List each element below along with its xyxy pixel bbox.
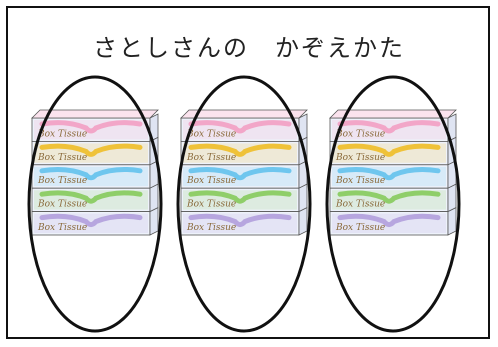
tissue-box: Box Tissue <box>329 160 457 189</box>
tissue-box: Box Tissue <box>329 109 457 143</box>
box-label: Box Tissue <box>186 153 236 163</box>
tissue-box: Box Tissue <box>31 160 159 189</box>
box-label: Box Tissue <box>186 176 236 186</box>
tissue-box: Box Tissue <box>180 206 308 236</box>
box-label: Box Tissue <box>186 200 236 210</box>
tissue-box: Box Tissue <box>180 109 308 143</box>
tissue-box: Box Tissue <box>180 136 308 166</box>
tissue-box: Box Tissue <box>31 183 159 213</box>
tissue-box: Box Tissue <box>329 136 457 166</box>
group-circle <box>325 75 461 333</box>
box-label: Box Tissue <box>37 176 87 186</box>
tissue-box: Box Tissue <box>180 160 308 189</box>
box-label: Box Tissue <box>335 153 385 163</box>
tissue-box: Box Tissue <box>180 183 308 213</box>
tissue-box: Box Tissue <box>329 183 457 213</box>
tissue-box: Box Tissue <box>329 206 457 236</box>
tissue-box: Box Tissue <box>31 136 159 166</box>
group-circle <box>27 75 163 333</box>
box-label: Box Tissue <box>186 129 236 139</box>
page-title: さとしさんの かぞえかた <box>93 34 405 62</box>
box-label: Box Tissue <box>335 129 385 139</box>
box-label: Box Tissue <box>37 153 87 163</box>
box-label: Box Tissue <box>37 223 87 233</box>
box-label: Box Tissue <box>335 223 385 233</box>
box-label: Box Tissue <box>186 223 236 233</box>
box-label: Box Tissue <box>335 176 385 186</box>
group-circle <box>176 75 312 333</box>
tissue-box: Box Tissue <box>31 109 159 143</box>
box-label: Box Tissue <box>37 129 87 139</box>
box-label: Box Tissue <box>335 200 385 210</box>
box-label: Box Tissue <box>37 200 87 210</box>
tissue-box: Box Tissue <box>31 206 159 236</box>
